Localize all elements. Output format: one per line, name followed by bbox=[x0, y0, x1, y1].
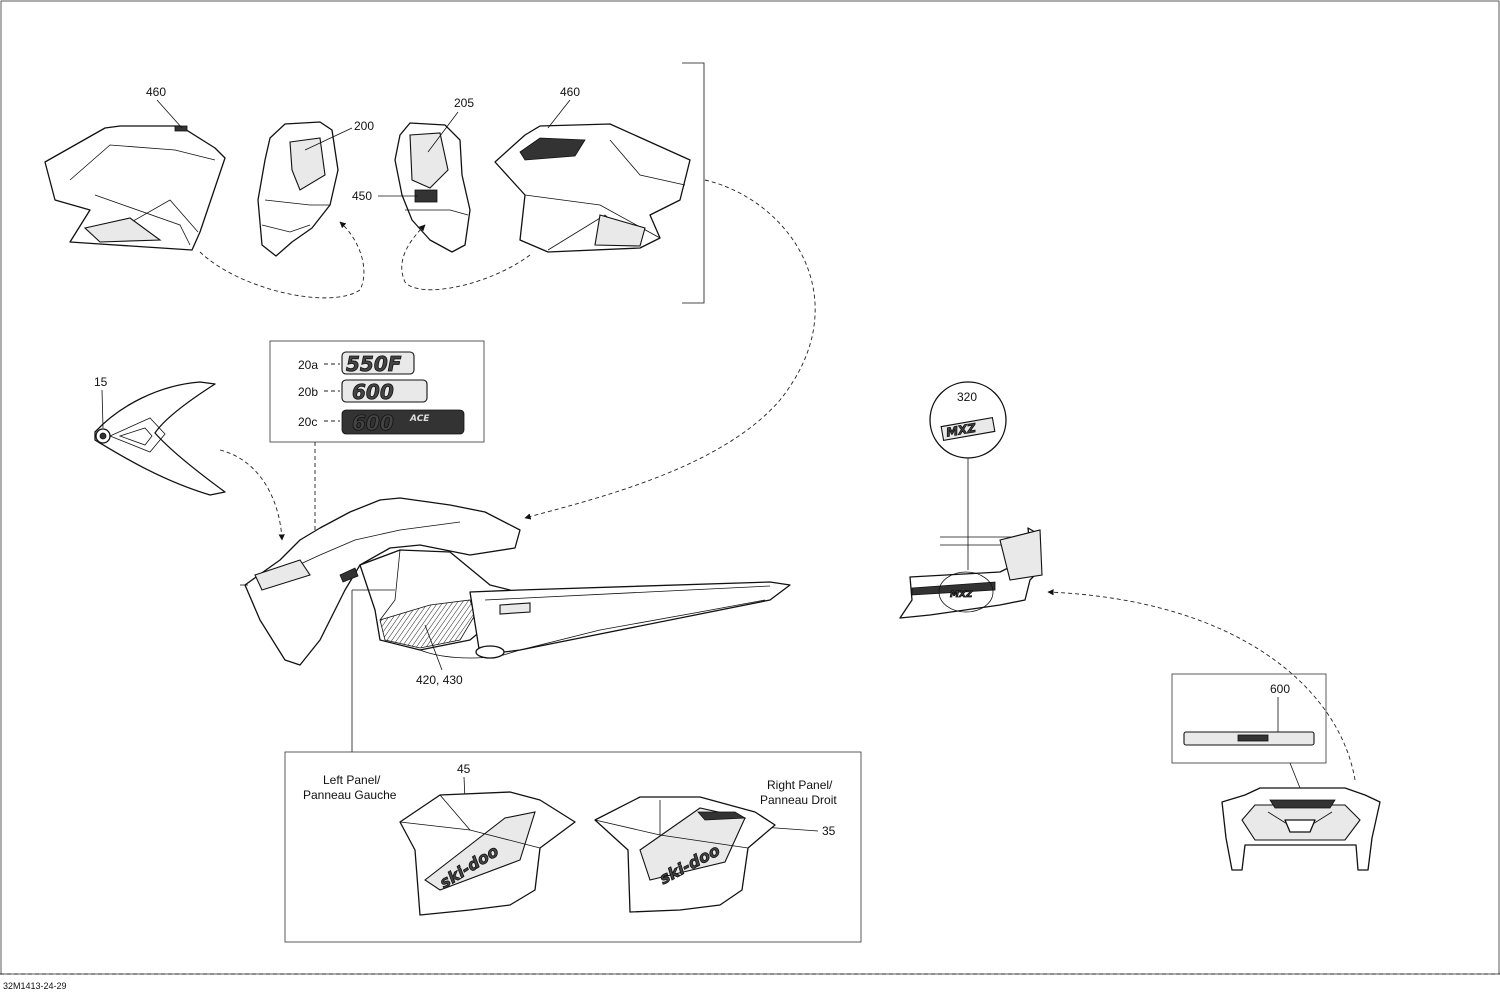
nose-cone: 15 bbox=[94, 375, 285, 541]
callout-320: 320 bbox=[957, 390, 977, 404]
side-panel-box: Left Panel/ Panneau Gauche Right Panel/ … bbox=[284, 751, 862, 943]
arc-right bbox=[401, 224, 531, 291]
callout-460-right: 460 bbox=[560, 85, 580, 99]
decal-20c: 600 bbox=[352, 411, 394, 435]
callout-205: 205 bbox=[454, 96, 474, 110]
callout-15: 15 bbox=[94, 375, 108, 389]
arrow-to-rear bbox=[1047, 589, 1356, 781]
left-outer-panel bbox=[44, 125, 226, 251]
callout-20a: 20a bbox=[298, 358, 318, 372]
right-panel-label-2: Panneau Droit bbox=[760, 793, 837, 807]
decal-20c-sup: ACE bbox=[409, 414, 430, 424]
left-inner-panel bbox=[257, 121, 339, 257]
callout-35: 35 bbox=[822, 824, 836, 838]
left-panel-label-2: Panneau Gauche bbox=[303, 788, 397, 802]
arrow-nose bbox=[219, 449, 285, 541]
arc-left bbox=[199, 221, 365, 299]
callout-200: 200 bbox=[354, 119, 374, 133]
callout-20b: 20b bbox=[298, 385, 318, 399]
decal-320-detail: MXZ bbox=[950, 590, 973, 600]
main-body: 420, 430 bbox=[240, 497, 791, 752]
decal-20b: 600 bbox=[352, 380, 394, 404]
rear-flap-detail: 600 bbox=[1171, 673, 1381, 871]
decal-320: MXZ bbox=[945, 421, 977, 440]
callout-420-430: 420, 430 bbox=[416, 673, 463, 687]
top-panel-group: 460 200 205 460 450 bbox=[44, 62, 816, 520]
callout-460-left: 460 bbox=[146, 85, 166, 99]
callout-450: 450 bbox=[352, 189, 372, 203]
top-group-bracket bbox=[682, 62, 705, 304]
decal-20a: 550F bbox=[346, 352, 402, 376]
engine-decal-box: 20a 550F 20b 600 20c 600 ACE bbox=[269, 340, 485, 540]
left-panel-label-1: Left Panel/ bbox=[323, 773, 381, 787]
right-panel-label-1: Right Panel/ bbox=[767, 778, 833, 792]
decal-420-430-hatch bbox=[379, 599, 476, 649]
right-outer-panel bbox=[494, 123, 691, 253]
mxz-decal-detail: 320 MXZ MXZ bbox=[899, 381, 1356, 781]
callout-45: 45 bbox=[457, 762, 471, 776]
callout-600: 600 bbox=[1270, 682, 1290, 696]
callout-20c: 20c bbox=[298, 415, 317, 429]
arrow-to-body bbox=[524, 179, 816, 520]
right-inner-panel bbox=[394, 122, 471, 253]
drawing-code: 32M1413-24-29 bbox=[3, 981, 67, 991]
